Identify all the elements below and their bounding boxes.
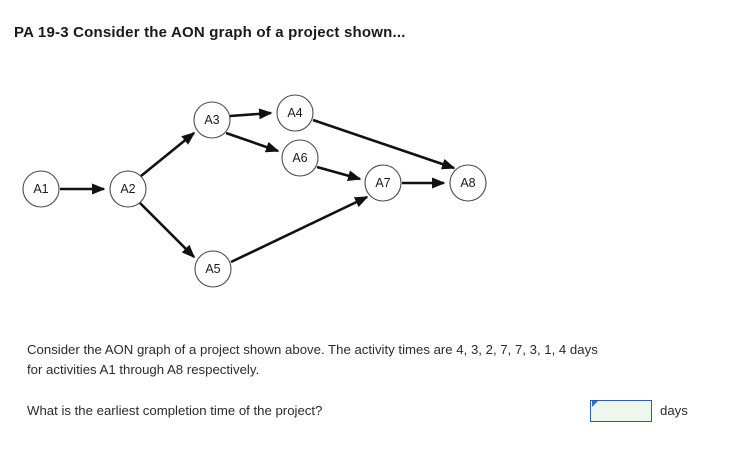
- node-a3-circle: [193, 101, 231, 139]
- node-a6-circle: [281, 139, 319, 177]
- answer-row: What is the earliest completion time of …: [27, 400, 717, 426]
- node-a2-circle: [109, 170, 147, 208]
- node-a1-circle: [22, 170, 60, 208]
- graph-nodes: A1 A2 A3 A4 A6 A5: [22, 94, 487, 288]
- node-a2: A2: [109, 170, 147, 208]
- edge-a2-a3: [140, 131, 196, 178]
- node-a8-circle: [449, 164, 487, 202]
- answer-input-wrapper: [590, 400, 652, 422]
- graph-edges: [60, 108, 456, 264]
- node-a4-circle: [276, 94, 314, 132]
- edge-a2-a5: [139, 202, 196, 259]
- answer-unit-label: days: [660, 403, 688, 418]
- edge-a3-a4: [229, 108, 273, 120]
- page-title: PA 19-3 Consider the AON graph of a proj…: [14, 24, 406, 41]
- node-a5-circle: [194, 250, 232, 288]
- node-a5-label: A5: [205, 262, 220, 276]
- edge-a4-a8: [312, 118, 456, 170]
- node-a1-label: A1: [33, 182, 48, 196]
- node-a2-label: A2: [120, 182, 135, 196]
- node-a1: A1: [22, 170, 60, 208]
- edge-a6-a7: [316, 165, 362, 182]
- node-a4: A4: [276, 94, 314, 132]
- answer-input[interactable]: [590, 400, 652, 422]
- edge-a3-a6: [225, 131, 280, 153]
- node-a5: A5: [194, 250, 232, 288]
- node-a6-label: A6: [292, 151, 307, 165]
- node-a6: A6: [281, 139, 319, 177]
- node-a4-label: A4: [287, 106, 302, 120]
- node-a7-circle: [364, 164, 402, 202]
- node-a8: A8: [449, 164, 487, 202]
- question-description: Consider the AON graph of a project show…: [27, 342, 598, 377]
- answer-prompt-label: What is the earliest completion time of …: [27, 403, 323, 418]
- edge-a5-a7: [230, 195, 369, 264]
- node-a8-label: A8: [460, 176, 475, 190]
- node-a3-label: A3: [204, 113, 219, 127]
- node-a7: A7: [364, 164, 402, 202]
- aon-graph-diagram: A1 A2 A3 A4 A6 A5: [0, 85, 520, 300]
- node-a3: A3: [193, 101, 231, 139]
- node-a7-label: A7: [375, 176, 390, 190]
- aon-graph-svg: A1 A2 A3 A4 A6 A5: [22, 94, 487, 288]
